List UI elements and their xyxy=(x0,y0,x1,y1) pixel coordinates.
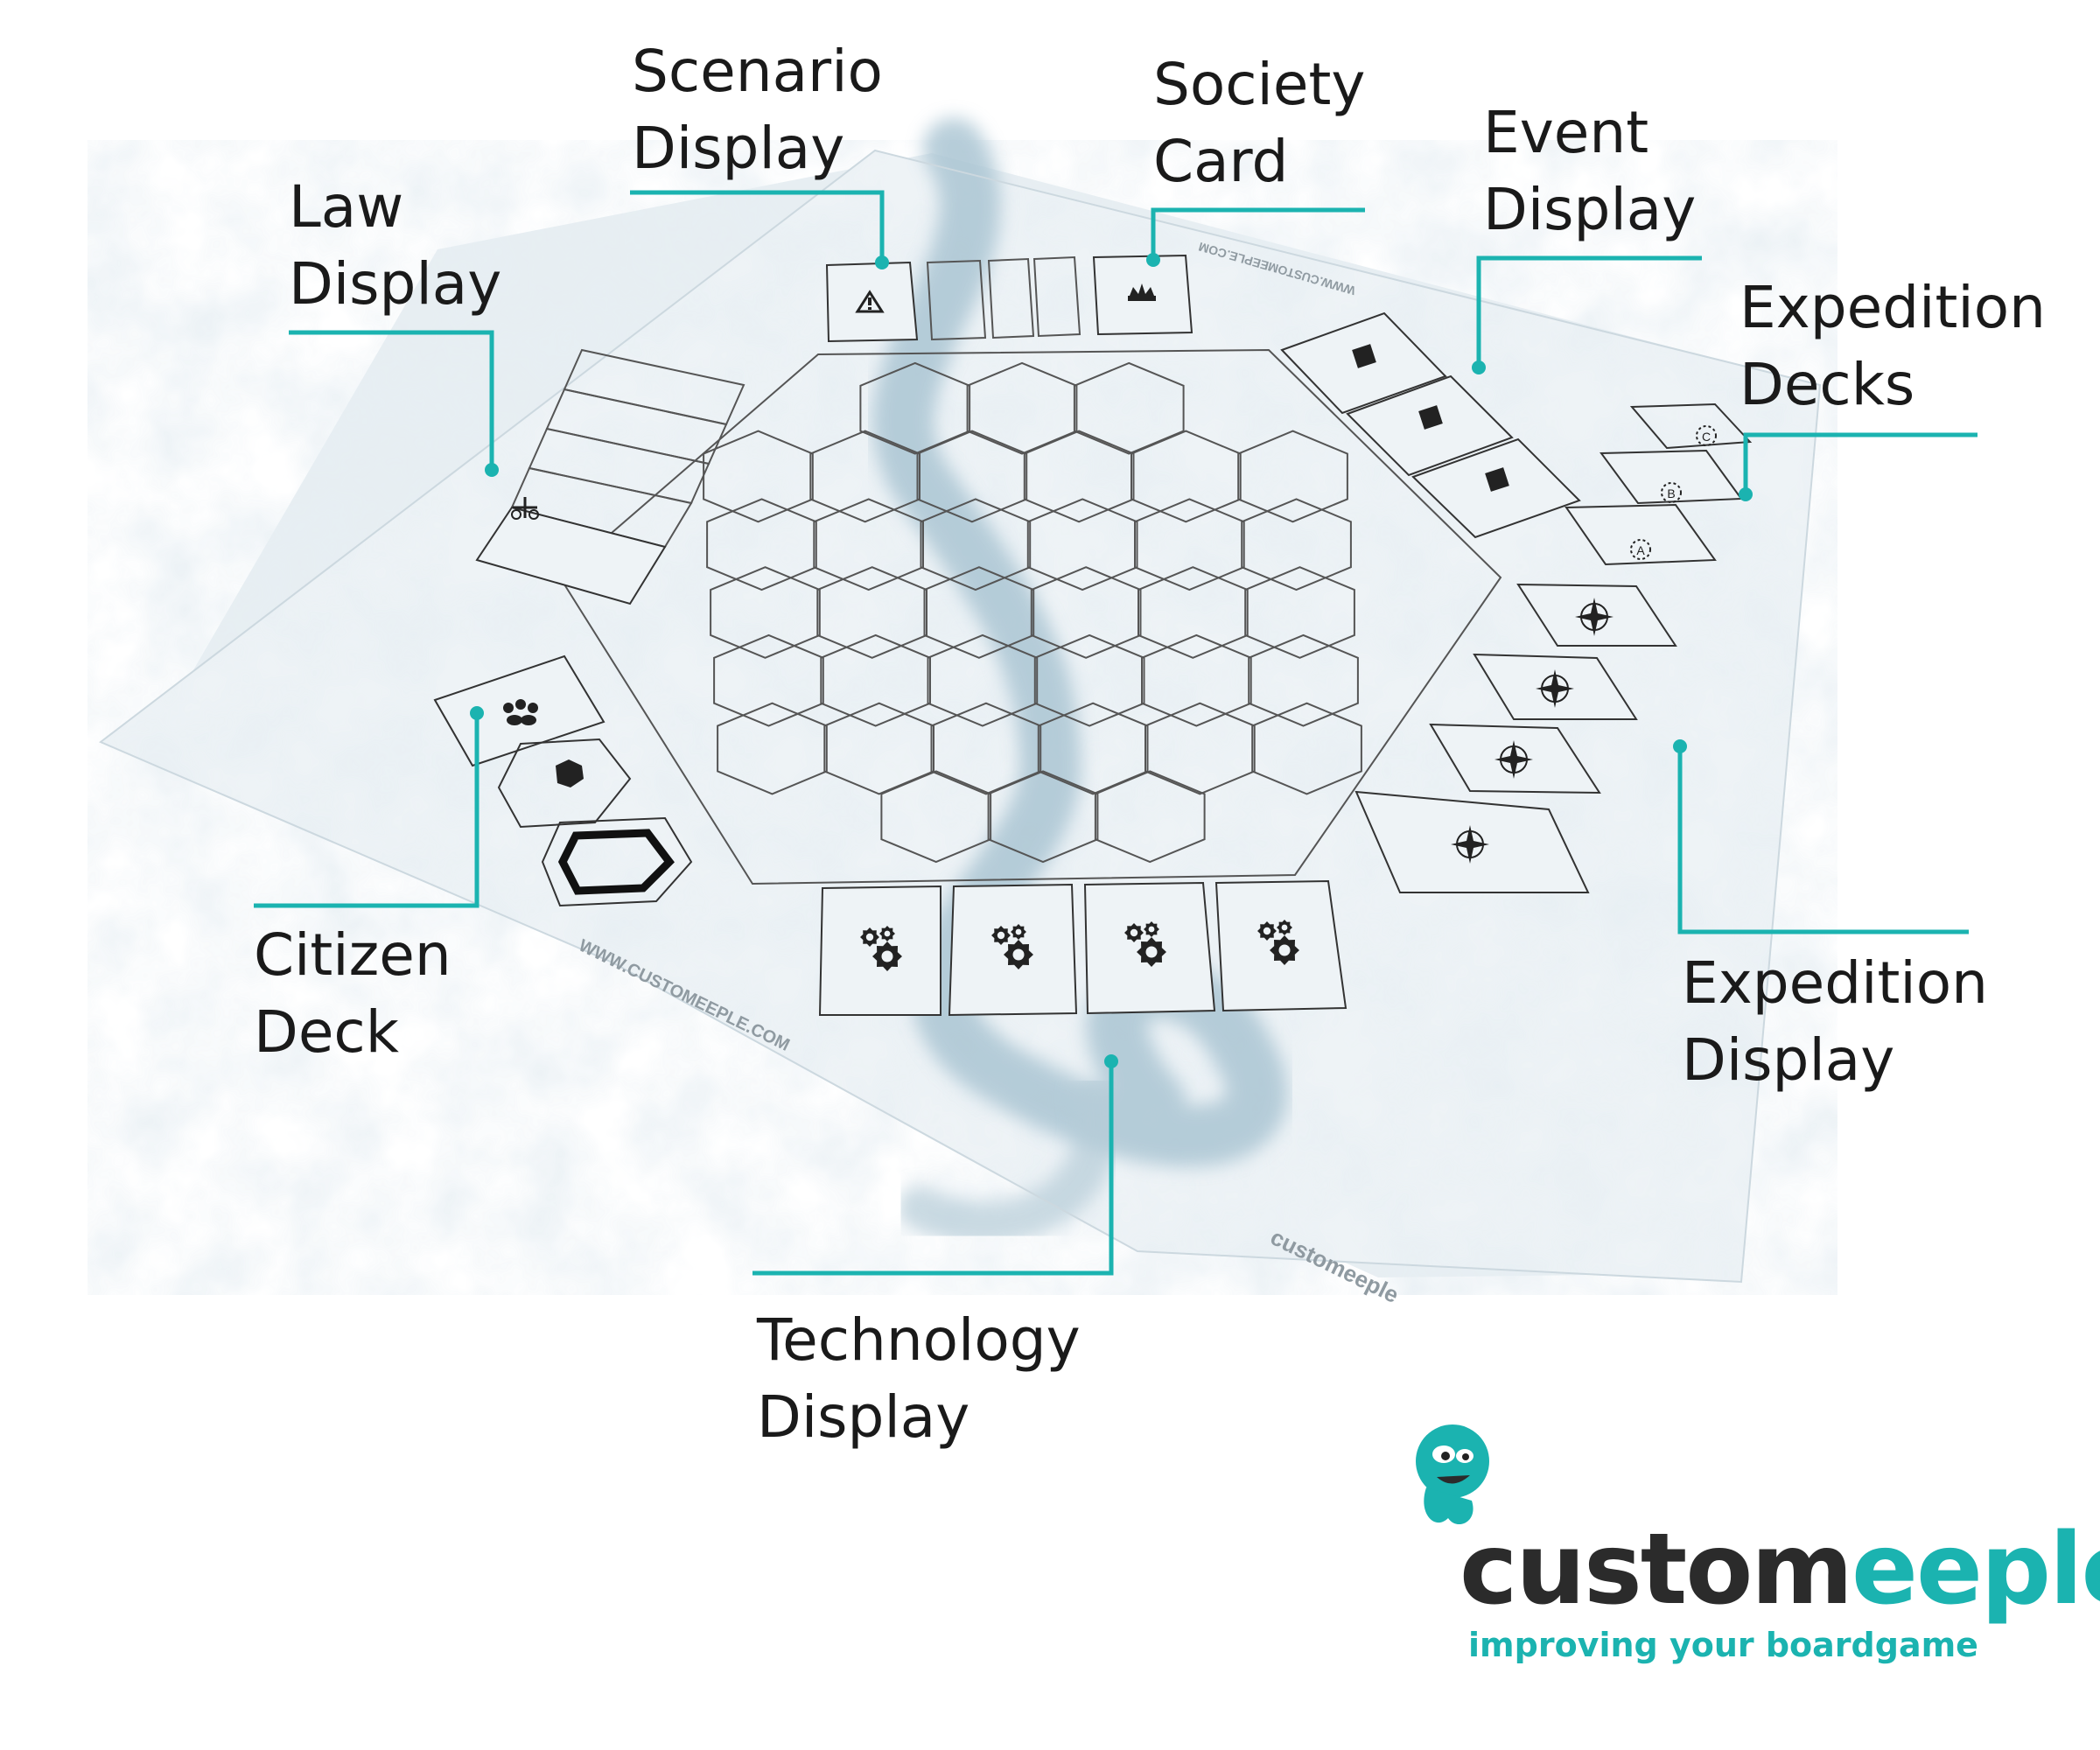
callout-society-line xyxy=(1151,207,1365,258)
callout-dot xyxy=(485,463,499,477)
callout-law-line xyxy=(289,330,494,468)
event-icon xyxy=(1485,467,1509,492)
compass-icon xyxy=(1494,740,1533,779)
brand-tagline: improving your boardgame xyxy=(1468,1626,1978,1664)
label-line: Display xyxy=(1483,176,1697,243)
society-card-slot xyxy=(1092,254,1194,336)
hex-tile-slot xyxy=(541,816,693,907)
expedition-decks-area: C B A xyxy=(1564,402,1753,566)
callout-expedition-decks-line xyxy=(1743,432,1978,493)
label-line: Expedition xyxy=(1682,949,1988,1017)
law-icon xyxy=(511,497,539,520)
gears-icon xyxy=(1124,921,1166,967)
law-card-slot xyxy=(475,506,667,606)
compass-icon xyxy=(1536,669,1574,708)
label-scenario-display: Scenario Display xyxy=(632,33,883,187)
crown-icon xyxy=(1128,284,1156,301)
expedition-deck-slot xyxy=(1629,402,1753,450)
expedition-deck-slot xyxy=(1564,503,1717,566)
label-law-display: Law Display xyxy=(289,169,501,323)
label-technology-display: Technology Display xyxy=(757,1302,1081,1456)
callout-event-line xyxy=(1476,256,1702,366)
scenario-card-slot xyxy=(825,261,919,343)
gears-icon xyxy=(860,926,902,971)
scenario-card-slot xyxy=(987,257,1035,340)
label-event-display: Event Display xyxy=(1483,94,1696,248)
compass-icon xyxy=(1575,598,1614,636)
label-line: Card xyxy=(1153,128,1289,195)
label-line: Display xyxy=(289,250,502,318)
hex-tile xyxy=(1244,566,1355,659)
label-line: Scenario xyxy=(632,38,883,105)
label-line: Display xyxy=(757,1383,970,1451)
deck-letter-marker: A xyxy=(1630,539,1651,560)
label-expedition-display: Expedition Display xyxy=(1682,945,1988,1099)
label-expedition-decks: Expedition Decks xyxy=(1740,270,2046,424)
law-display-slots xyxy=(475,348,746,606)
hex-tile xyxy=(1073,361,1185,455)
brand-word-dark: custom xyxy=(1460,1513,1853,1627)
gears-icon xyxy=(991,924,1033,970)
event-display-slots xyxy=(1280,312,1581,539)
label-society-card: Society Card xyxy=(1153,46,1365,200)
label-line: Law xyxy=(289,173,404,241)
river-branch xyxy=(897,1072,1120,1245)
people-icon xyxy=(503,699,538,725)
label-line: Display xyxy=(1682,1026,1895,1094)
callout-expedition-display-line xyxy=(1677,748,1969,934)
label-line: Society xyxy=(1153,51,1366,118)
event-icon xyxy=(1352,344,1376,368)
meeple-mascot-logo xyxy=(1416,1424,1489,1525)
hex-tile-slot xyxy=(497,738,632,829)
deck-letter-a: A xyxy=(1636,543,1645,557)
callout-dot xyxy=(1673,739,1687,753)
label-citizen-deck: Citizen Deck xyxy=(254,917,452,1071)
callout-dot xyxy=(1472,360,1486,374)
callout-dots xyxy=(470,253,1753,1068)
callout-dot xyxy=(1146,253,1160,267)
tile-icon xyxy=(556,760,584,788)
hex-tile xyxy=(1094,770,1206,864)
hex-grid xyxy=(703,361,1362,864)
event-icon xyxy=(1418,405,1443,430)
board-edge xyxy=(99,149,1822,1284)
deck-letter-c: C xyxy=(1702,430,1711,444)
brand-wordmark: customeeple xyxy=(1460,1521,2100,1619)
brand-word-teal: eeple xyxy=(1851,1513,2100,1627)
label-line: Decks xyxy=(1740,351,1915,418)
deck-letter-b: B xyxy=(1667,486,1675,500)
compass-icon xyxy=(1451,825,1489,864)
callout-dot xyxy=(875,256,889,270)
alert-icon xyxy=(855,290,885,313)
callout-citizen-line xyxy=(254,715,480,908)
gears-icon xyxy=(1257,920,1299,965)
hex-tile xyxy=(1237,430,1348,523)
callout-dot xyxy=(470,706,484,720)
callout-lines xyxy=(254,190,1978,1276)
hex-tile xyxy=(1248,634,1359,727)
scenario-card-slot xyxy=(1032,256,1082,338)
deck-letter-marker: B xyxy=(1661,482,1682,503)
hex-tile xyxy=(1251,702,1362,795)
label-line: Display xyxy=(632,115,845,182)
game-board-mat: C B A WWW.CUST xyxy=(88,118,1838,1308)
callout-dot xyxy=(1739,487,1753,501)
label-line: Deck xyxy=(254,998,399,1066)
deck-letter-marker: C xyxy=(1696,425,1717,446)
hex-outline-icon xyxy=(557,829,675,895)
label-line: Citizen xyxy=(254,921,452,989)
callout-technology-line xyxy=(752,1063,1114,1276)
callout-scenario-line xyxy=(630,190,885,261)
scenario-card-slot xyxy=(926,259,987,341)
label-line: Technology xyxy=(757,1306,1081,1374)
technology-display-area xyxy=(818,879,1348,1017)
hex-tile xyxy=(1241,498,1352,592)
label-line: Expedition xyxy=(1740,274,2046,341)
label-line: Event xyxy=(1483,99,1649,166)
expedition-display-area xyxy=(1354,583,1677,893)
callout-dot xyxy=(1104,1054,1118,1068)
